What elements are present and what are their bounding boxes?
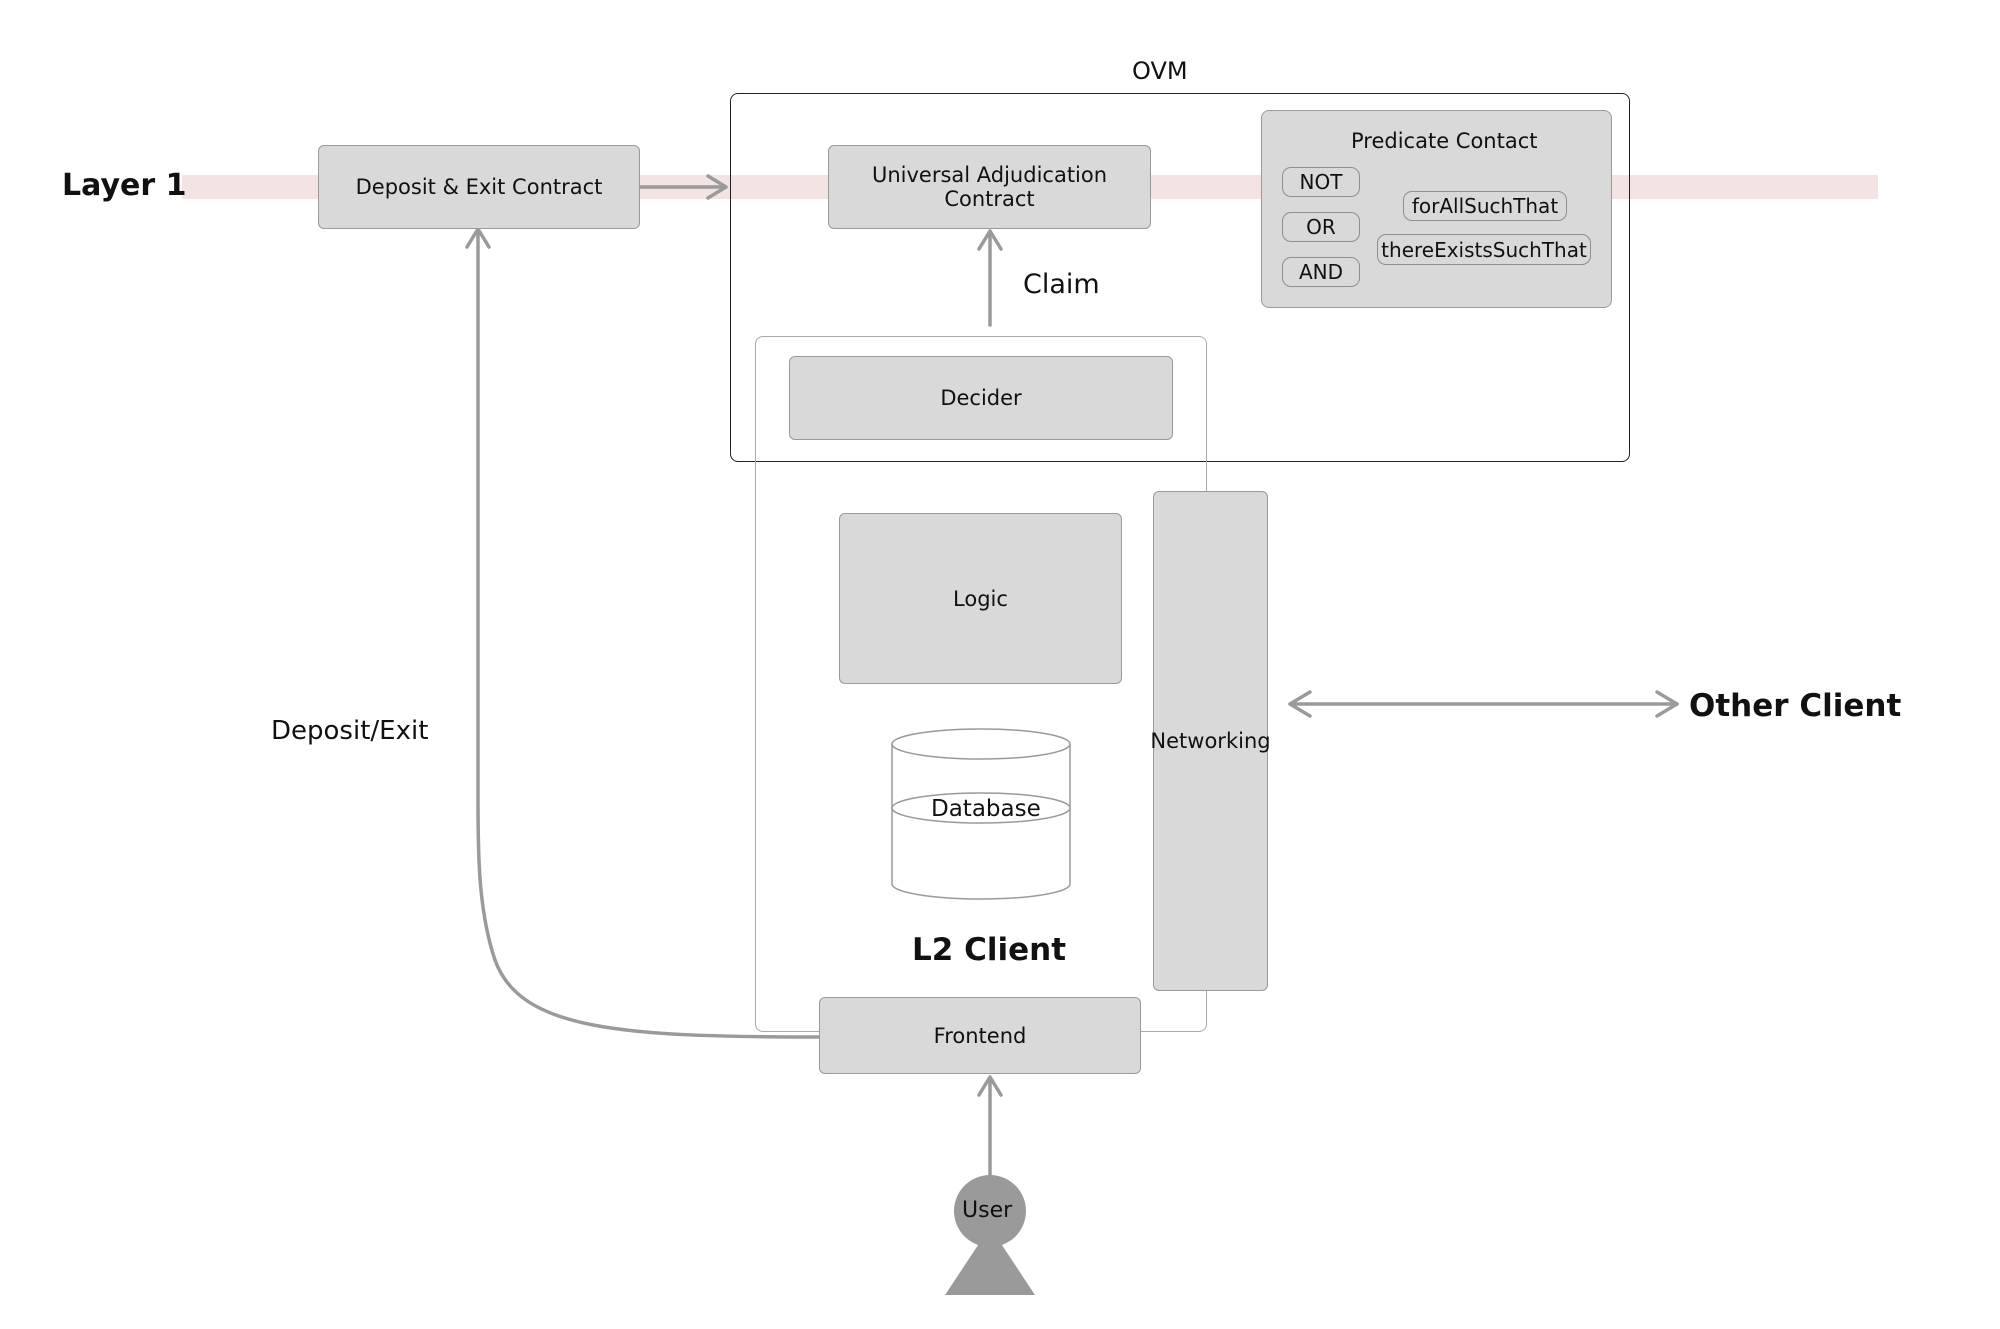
predicate-not: NOT [1282, 167, 1360, 197]
networking-label: Networking [1150, 729, 1271, 753]
claim-label: Claim [1023, 269, 1100, 300]
deposit-exit-contract-box: Deposit & Exit Contract [318, 145, 640, 229]
frontend-box: Frontend [819, 997, 1141, 1074]
predicate-for-all-such-that: forAllSuchThat [1403, 191, 1567, 221]
ovm-container [730, 93, 1630, 462]
predicate-there-exists-such-that: thereExistsSuchThat [1377, 234, 1591, 265]
predicate-and: AND [1282, 257, 1360, 287]
claim-arrowhead [977, 229, 1003, 251]
deposit-exit-arrow [476, 228, 822, 1039]
frontend-label: Frontend [933, 1023, 1027, 1048]
predicate-or: OR [1282, 212, 1360, 242]
database-label: Database [931, 796, 1041, 822]
user-figure-icon [945, 1175, 1035, 1295]
predicate-contract-title: Predicate Contact [1351, 129, 1538, 153]
other-client-arrowhead [1655, 690, 1679, 718]
networking-box: Networking [1150, 491, 1271, 991]
deposit-exit-label: Deposit/Exit [271, 716, 429, 746]
deposit-exit-contract-label: Deposit & Exit Contract [355, 175, 603, 199]
database-cylinder [891, 728, 1071, 900]
decider-box: Decider [789, 356, 1173, 440]
universal-adjudication-contract-box: Universal Adjudication Contract [828, 145, 1151, 229]
logic-box: Logic [839, 513, 1122, 684]
layer1-label: Layer 1 [62, 168, 187, 203]
networking-arrowhead [1288, 690, 1312, 718]
user-to-frontend-arrowhead [977, 1075, 1003, 1097]
logic-label: Logic [953, 586, 1008, 611]
deposit-exit-arrowhead [465, 227, 491, 249]
universal-adjudication-contract-label: Universal Adjudication Contract [871, 163, 1108, 211]
ovm-title: OVM [1132, 57, 1188, 85]
other-client-label: Other Client [1689, 688, 1902, 724]
l2-client-label: L2 Client [912, 932, 1067, 968]
deposit-to-ovm-arrowhead [706, 174, 728, 200]
decider-label: Decider [940, 386, 1022, 410]
user-label: User [962, 1198, 1013, 1223]
